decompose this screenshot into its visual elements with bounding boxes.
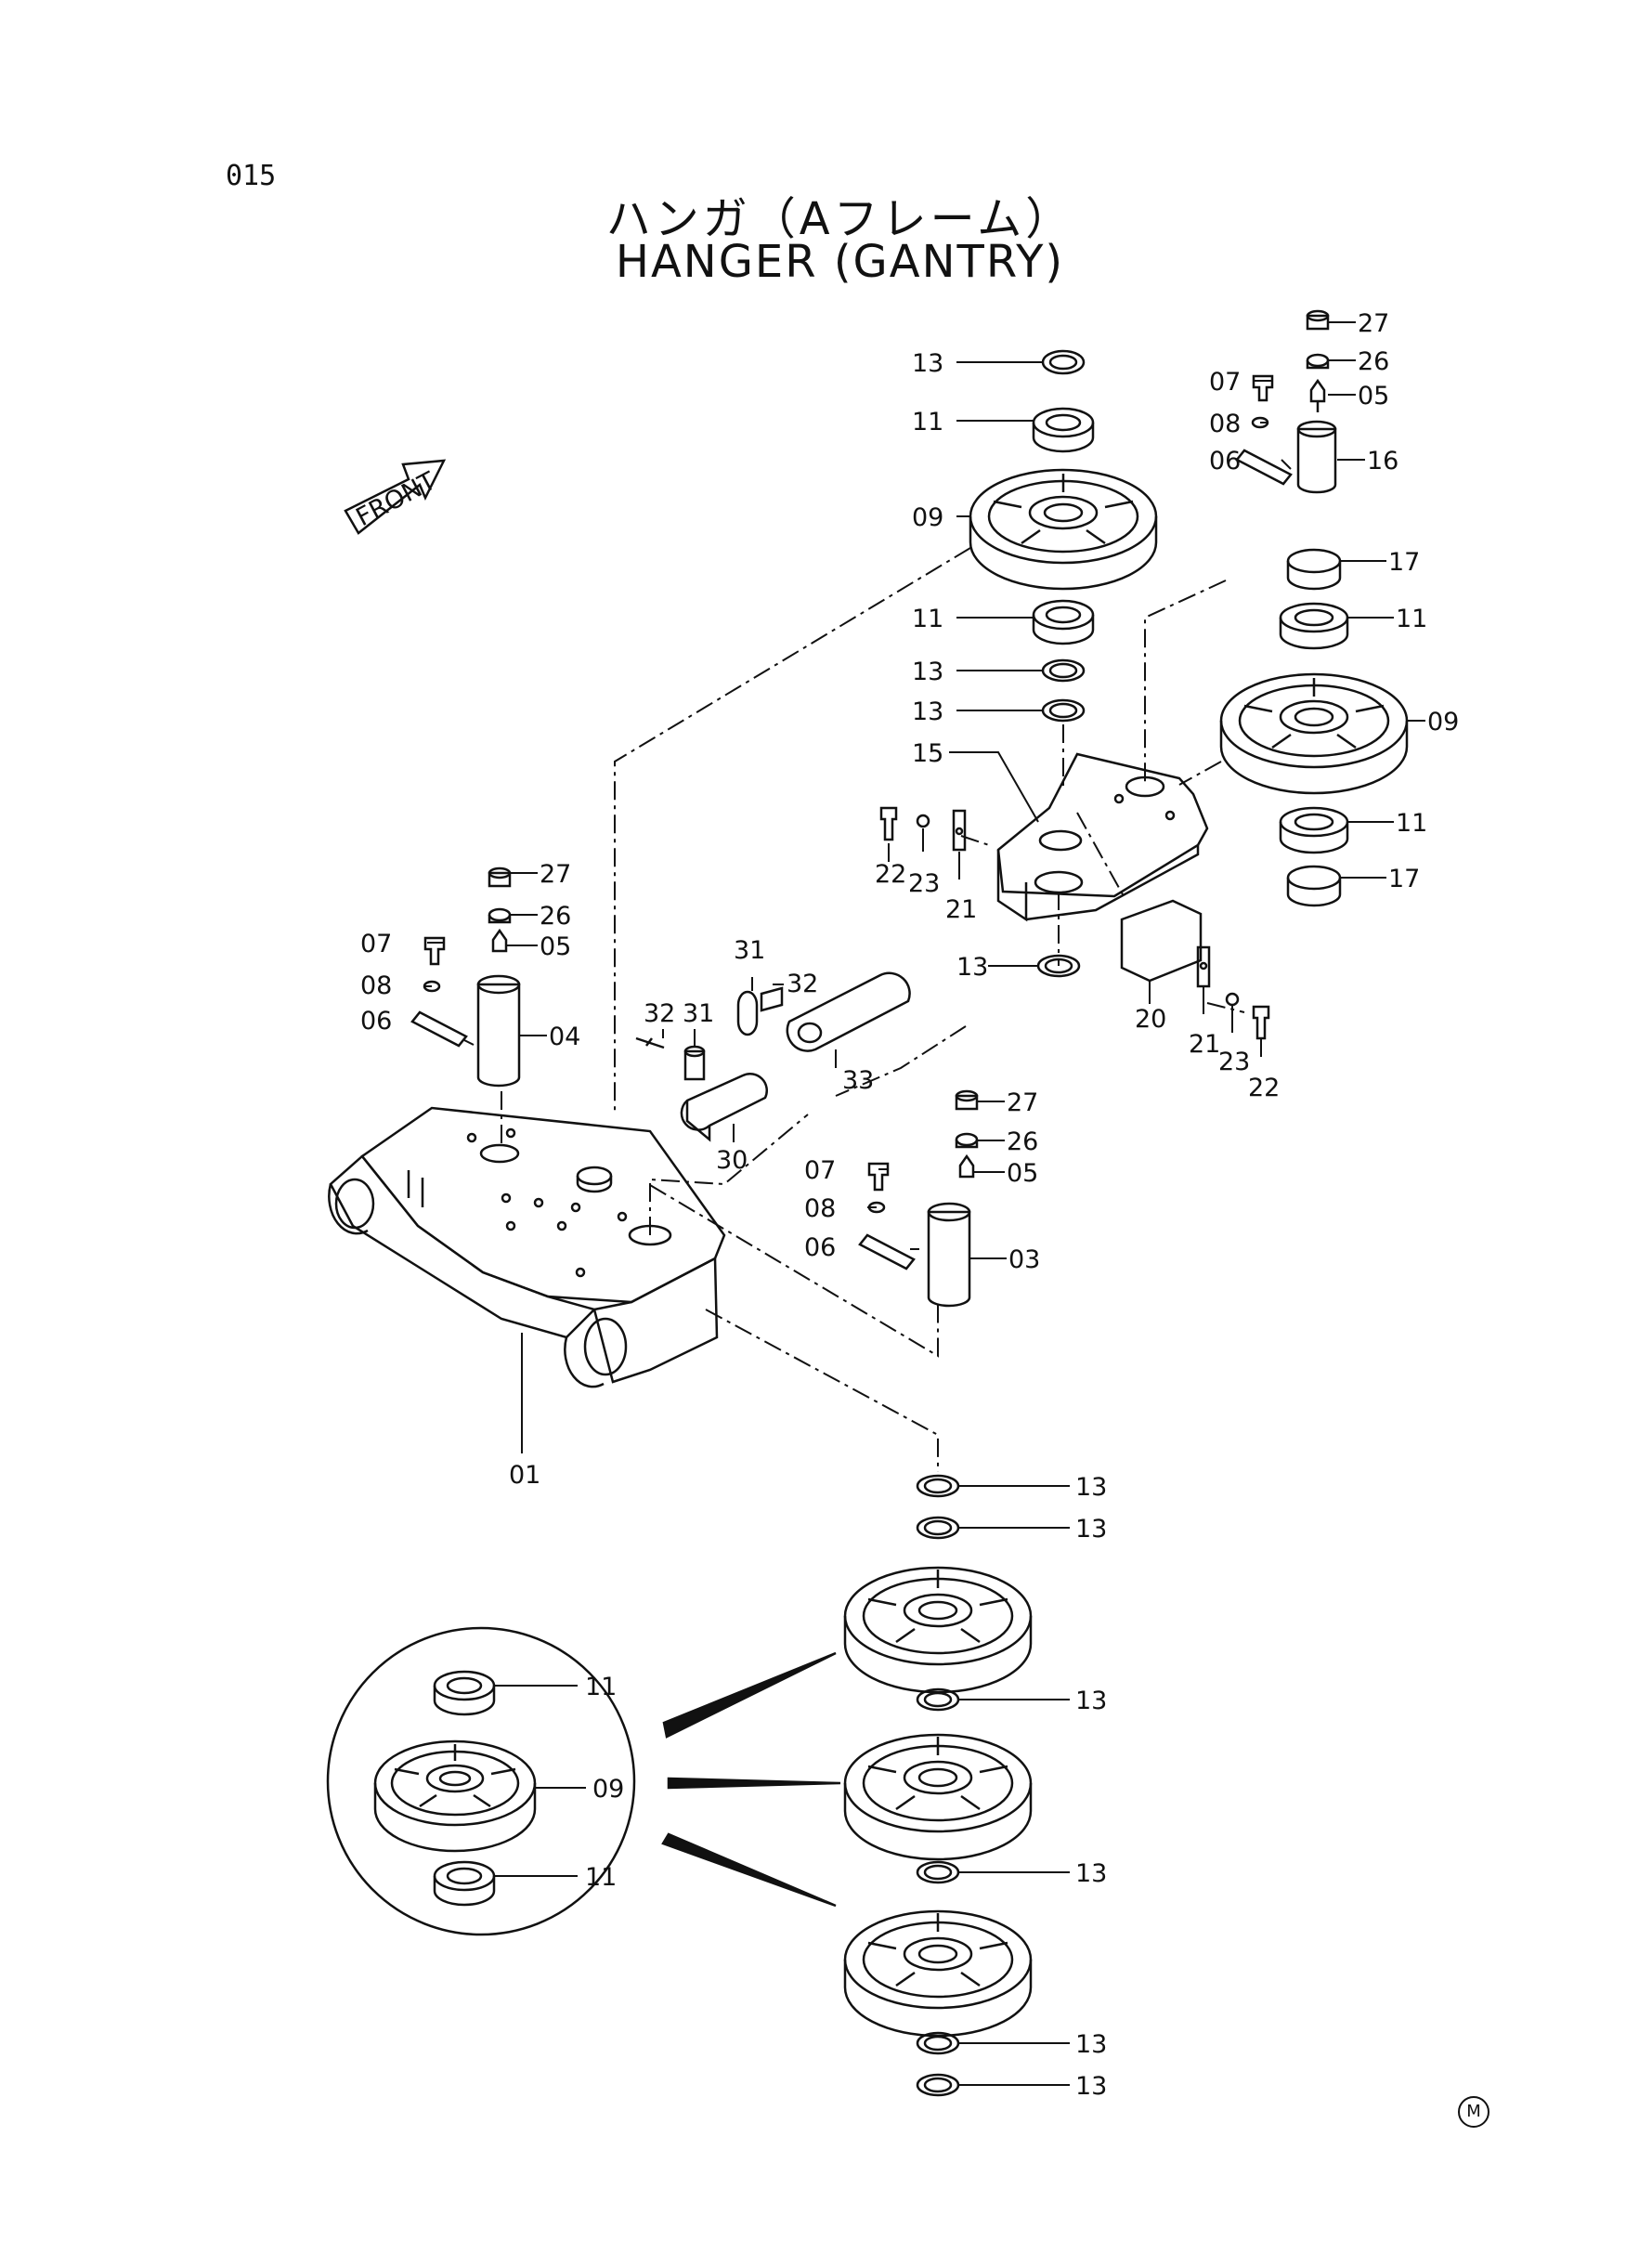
label-07: 07 [804,1156,836,1185]
label-13: 13 [912,697,943,726]
sheave-lower-1 [843,1566,1033,1694]
label-26: 26 [1358,347,1389,376]
label-11: 11 [912,605,943,633]
label-27: 27 [540,860,571,889]
label-32: 32 [644,999,675,1028]
label-26: 26 [540,902,571,931]
label-31: 31 [734,936,765,965]
sheave-09-right [1219,672,1409,795]
label-09: 09 [592,1775,624,1804]
label-16: 16 [1367,447,1398,476]
hanger-frame-01 [328,1106,726,1388]
label-17: 17 [1388,865,1420,893]
label-09: 09 [912,503,943,532]
label-21: 21 [1189,1030,1220,1059]
bracket-15 [996,752,1209,922]
left-pin-group [410,866,521,1088]
label-06: 06 [360,1007,392,1036]
label-08: 08 [804,1194,836,1223]
label-13: 13 [1075,1473,1107,1502]
label-05: 05 [1007,1159,1038,1188]
front-arrow-icon: FRONT [344,459,447,535]
title-japanese: ハンガ（Aフレーム） [605,193,1074,245]
label-23: 23 [908,869,940,898]
label-04: 04 [549,1023,580,1051]
label-13: 13 [956,953,988,982]
label-06: 06 [804,1233,836,1262]
sheave-09-upper [969,468,1158,591]
page-number: 015 [226,160,277,192]
label-11: 11 [585,1673,617,1701]
label-13: 13 [1075,1515,1107,1544]
label-08: 08 [1209,410,1241,438]
label-01: 01 [509,1461,540,1490]
link-assembly [635,971,911,1142]
title-english: HANGER (GANTRY) [615,236,1065,288]
label-07: 07 [1209,368,1241,397]
label-07: 07 [360,930,392,958]
label-06: 06 [1209,447,1241,476]
label-22: 22 [875,860,906,889]
sheave-lower-2 [843,1733,1033,1861]
front-label: FRONT [351,466,440,532]
detail-circle [326,1626,841,1936]
label-15: 15 [912,739,943,768]
part-labels: 13 11 09 11 13 13 15 27 26 05 07 08 06 1… [360,309,1459,2101]
label-13: 13 [1075,2030,1107,2059]
right-pin-group [858,1089,979,1308]
corner-mark: M [1458,2096,1489,2128]
label-13: 13 [912,658,943,686]
label-11: 11 [585,1863,617,1892]
label-33: 33 [842,1066,874,1095]
label-09: 09 [1427,708,1459,736]
label-03: 03 [1008,1245,1040,1274]
label-11: 11 [912,408,943,436]
label-11: 11 [1396,605,1427,633]
label-08: 08 [360,971,392,1000]
upper-right-pin-group [1235,309,1337,494]
label-32: 32 [787,970,818,998]
label-27: 27 [1358,309,1389,338]
lower-sheave-stack [843,1474,1033,2097]
label-05: 05 [1358,382,1389,410]
leader-lines [424,321,1425,2086]
label-27: 27 [1007,1088,1038,1117]
label-13: 13 [912,349,943,378]
label-21: 21 [945,895,977,924]
right-sheave-stack [1219,548,1409,907]
label-11: 11 [1396,809,1427,838]
label-13: 13 [1075,2072,1107,2101]
label-26: 26 [1007,1127,1038,1156]
label-05: 05 [540,932,571,961]
label-13: 13 [1075,1859,1107,1888]
upper-sheave-stack [969,349,1158,723]
label-20: 20 [1135,1005,1166,1034]
label-30: 30 [716,1146,748,1175]
label-31: 31 [683,999,714,1028]
assembly-lines [501,547,1245,1472]
label-17: 17 [1388,548,1420,577]
label-23: 23 [1218,1048,1250,1076]
label-22: 22 [1248,1074,1280,1102]
label-13: 13 [1075,1687,1107,1715]
sheave-lower-3 [843,1909,1033,2038]
